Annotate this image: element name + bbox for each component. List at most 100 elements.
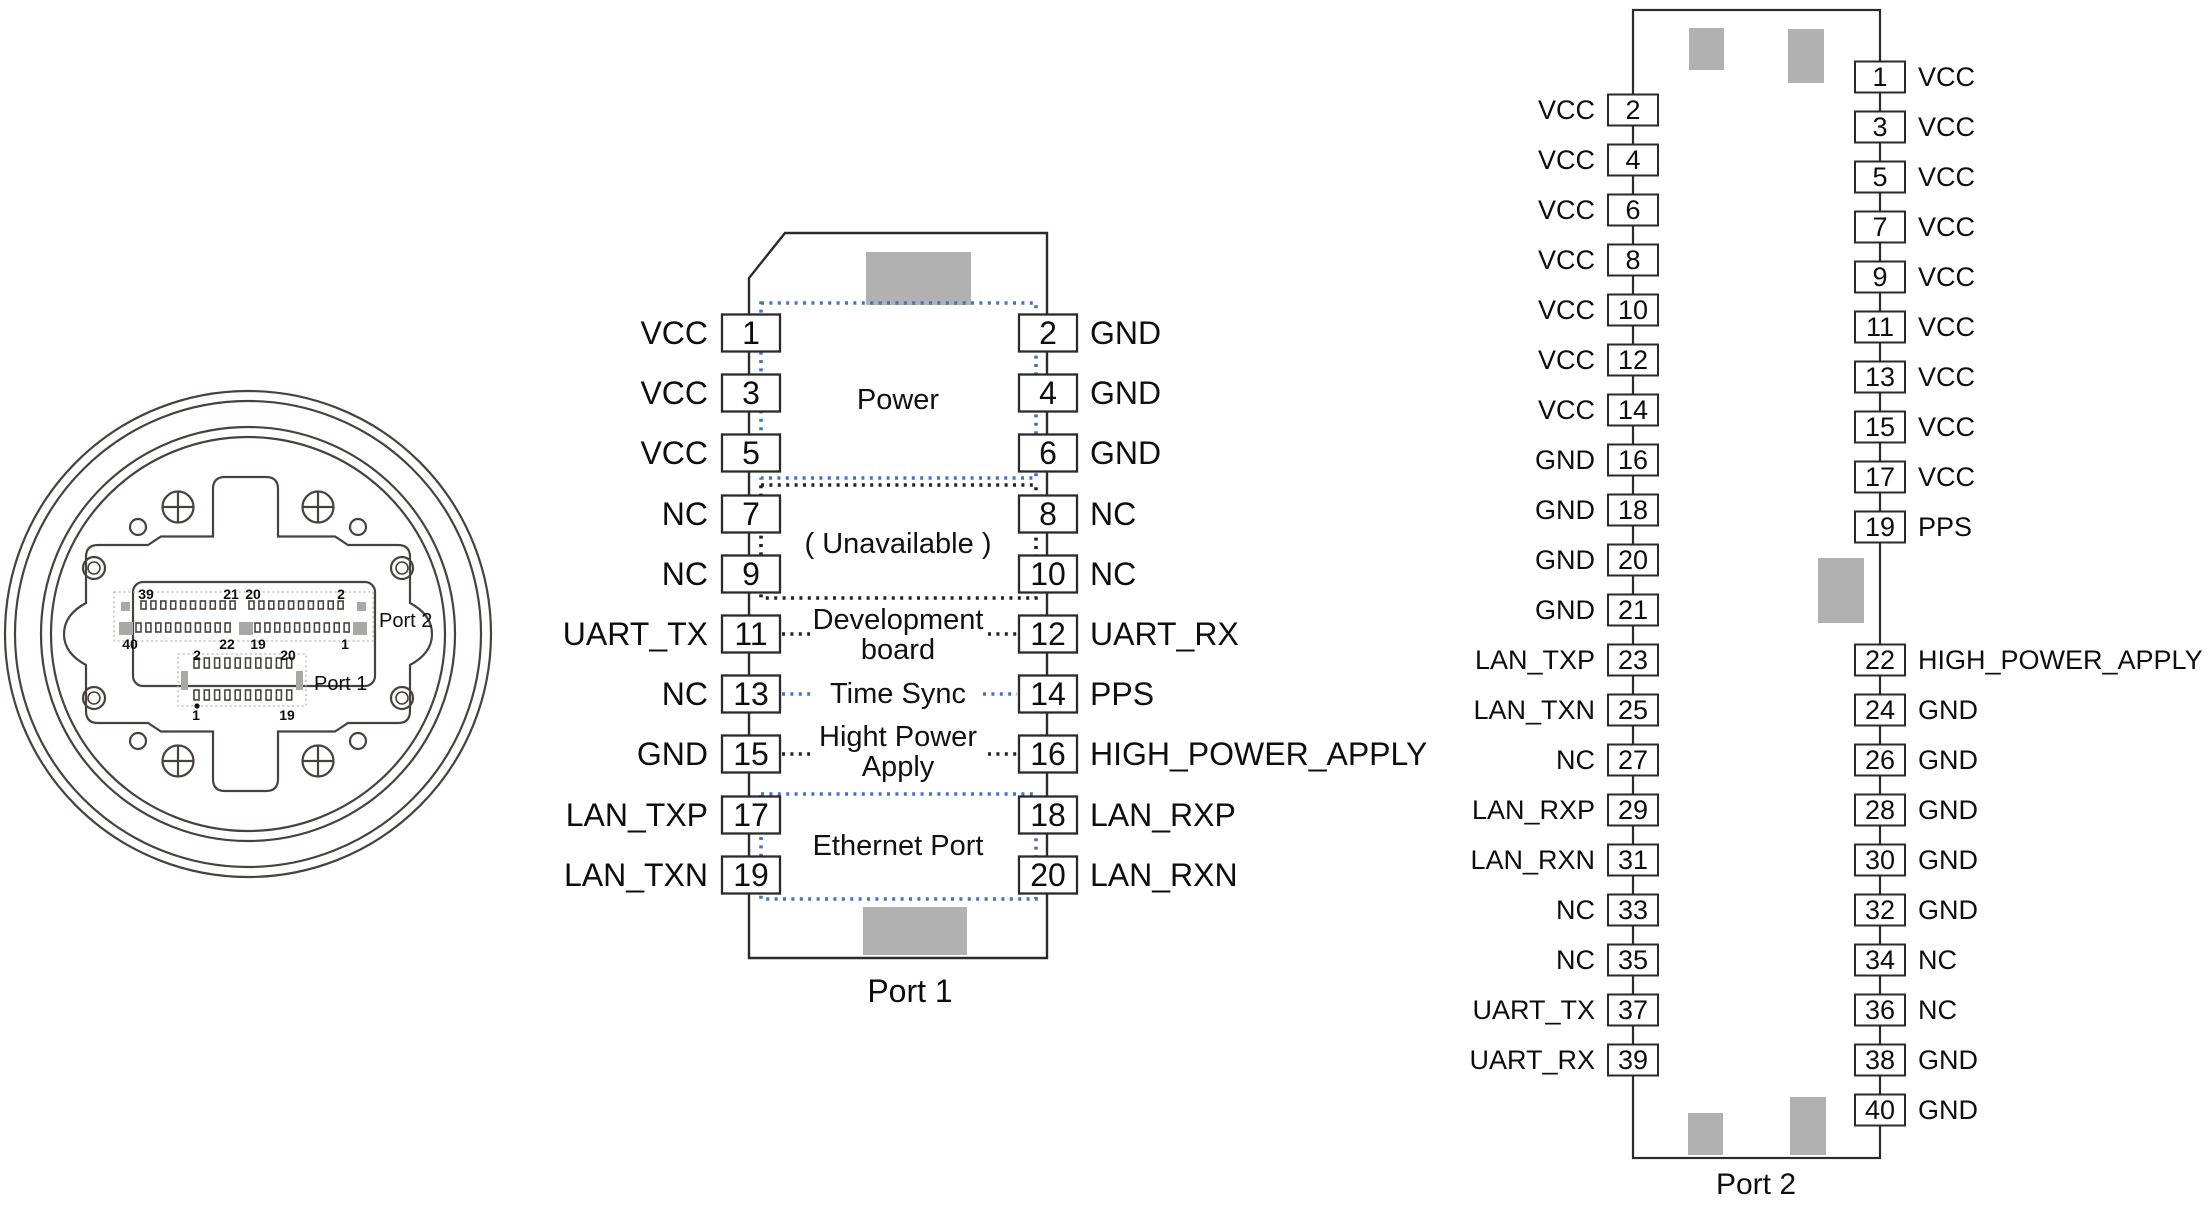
footprint-pin <box>244 689 252 701</box>
mount-hole <box>389 685 415 711</box>
housing-ring-inner-2 <box>49 435 447 833</box>
port1-module-outline <box>747 231 1049 960</box>
pin-label-right: NC <box>1090 496 1136 532</box>
pin-box <box>720 614 782 654</box>
footprint-pin <box>333 622 341 633</box>
pin-number: 2 <box>1625 95 1640 125</box>
pin-box <box>1854 1093 1906 1127</box>
footprint-pin <box>140 600 147 610</box>
guide-hole <box>128 731 148 751</box>
port1-footprint-num-1: 1 <box>192 707 200 723</box>
footprint-pin <box>327 600 335 610</box>
guide-hole <box>128 517 148 537</box>
pin-number: 14 <box>1618 395 1648 425</box>
port2-tab-top-2 <box>1788 29 1824 83</box>
port1-footprint-outline <box>177 653 307 707</box>
pin-number: 23 <box>1618 645 1648 675</box>
port2-footprint-num-2: 2 <box>337 586 345 602</box>
pin-box <box>1017 433 1079 473</box>
footprint-pin <box>323 622 331 633</box>
housing-ring-outer-1 <box>3 389 493 879</box>
footprint-anchor <box>296 671 303 690</box>
pin-label-right: GND <box>1918 895 1978 925</box>
pin-number: 12 <box>1618 345 1648 375</box>
pin-label-left: UART_RX <box>1469 1045 1595 1075</box>
footprint-pin <box>203 689 211 701</box>
footprint-pin <box>285 657 293 669</box>
pin-number: 37 <box>1618 995 1648 1025</box>
guide-hole <box>348 731 368 751</box>
pin-label-right: VCC <box>1918 312 1975 342</box>
footprint-pin <box>287 600 295 610</box>
pin-number: 20 <box>1618 545 1648 575</box>
footprint-pin <box>297 600 305 610</box>
footprint-pin <box>224 657 231 669</box>
pin-number: 13 <box>1865 362 1895 392</box>
ethernet-label: Ethernet Port <box>813 830 984 862</box>
pin-label-right: GND <box>1918 1045 1978 1075</box>
pin-number: 18 <box>1030 797 1066 833</box>
pin-box <box>1854 310 1906 344</box>
pin-label-right: NC <box>1918 995 1957 1025</box>
footprint-pin <box>203 657 211 669</box>
guide-hole <box>348 517 368 537</box>
devboard-label-line1: Development <box>813 604 984 636</box>
pin-box <box>720 494 782 534</box>
mount-hole <box>389 555 415 581</box>
pin-number: 4 <box>1625 145 1640 175</box>
footprint-pin <box>244 657 252 669</box>
footprint-pin <box>155 622 162 633</box>
housing-ring-outer-2 <box>13 399 483 869</box>
pin-box <box>1607 493 1659 527</box>
port2-footprint-num-1: 1 <box>341 636 349 652</box>
pin-label-left: VCC <box>1538 95 1595 125</box>
pin-box <box>1607 993 1659 1027</box>
footprint-pin <box>275 689 283 701</box>
footprint-pin <box>343 622 350 633</box>
pin-box <box>1854 210 1906 244</box>
footprint-anchor <box>357 602 366 611</box>
pin-number: 10 <box>1030 556 1066 592</box>
pin-label-left: NC <box>662 556 708 592</box>
pin-label-left: VCC <box>1538 295 1595 325</box>
pin-number: 17 <box>1865 462 1895 492</box>
footprint-pin <box>213 689 221 701</box>
port1-footprint-num-19: 19 <box>279 707 295 723</box>
pin-number: 30 <box>1865 845 1895 875</box>
screw-head <box>161 490 195 524</box>
footprint-anchor <box>239 622 253 635</box>
footprint-pin <box>160 600 167 610</box>
pin-number: 5 <box>742 435 760 471</box>
footprint-pin <box>193 689 200 701</box>
port2-footprint-num-40: 40 <box>122 636 138 652</box>
pin-box <box>1854 460 1906 494</box>
pin-box <box>1017 494 1079 534</box>
pin-box <box>1607 443 1659 477</box>
pin-label-left: VCC <box>640 435 708 471</box>
pin-label-left: NC <box>1556 945 1595 975</box>
pin-label-left: VCC <box>640 315 708 351</box>
footprint-pin <box>285 689 293 701</box>
screw-head <box>301 744 335 778</box>
pin-box <box>1854 843 1906 877</box>
pin-label-right: HIGH_POWER_APPLY <box>1918 645 2203 675</box>
pin-box <box>1607 593 1659 627</box>
pin-number: 14 <box>1030 676 1066 712</box>
port2-caption: Port 2 <box>1716 1168 1796 1201</box>
pin-box <box>1607 193 1659 227</box>
pin-label-left: GND <box>1535 545 1595 575</box>
footprint-pin <box>214 622 221 633</box>
pin-box <box>1854 260 1906 294</box>
pin-box <box>1607 743 1659 777</box>
